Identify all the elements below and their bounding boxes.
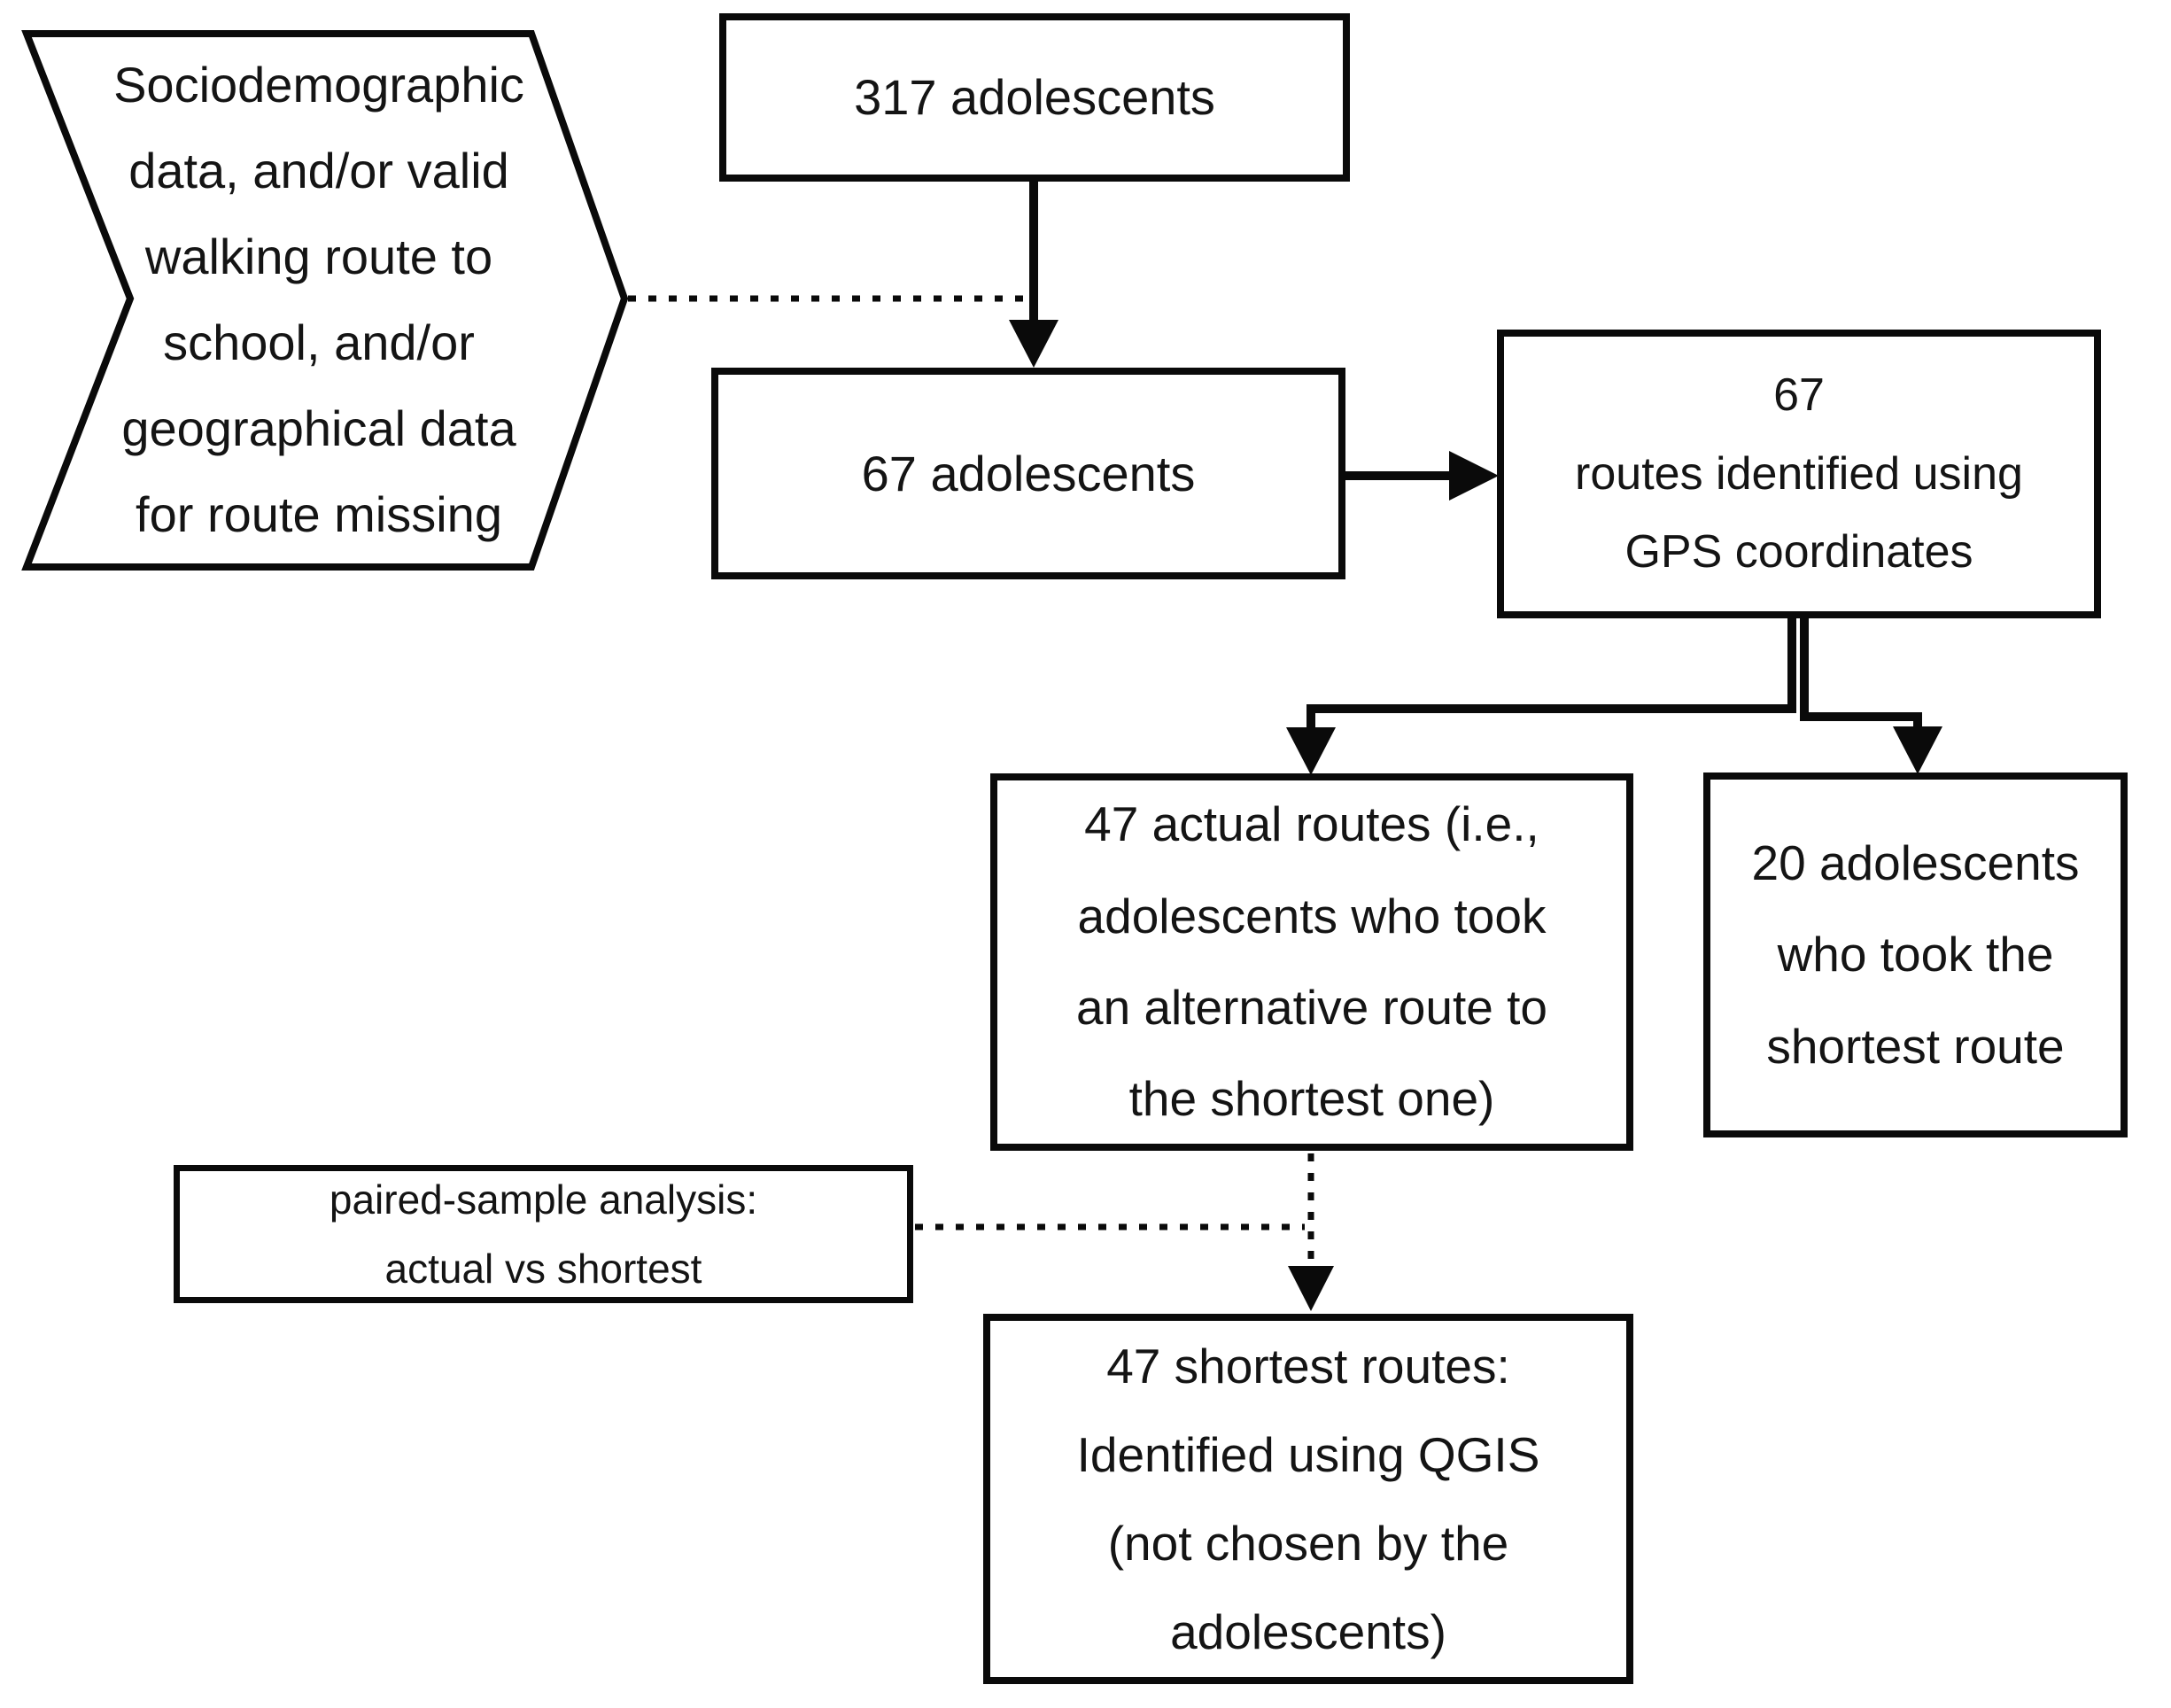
box-routes-gps-label: 67 routes identified using GPS coordinat… (1575, 369, 2023, 578)
box-paired-sample-analysis: paired-sample analysis: actual vs shorte… (174, 1165, 913, 1303)
box-67-adolescents-label: 67 adolescents (861, 445, 1196, 501)
box-47-actual-routes: 47 actual routes (i.e., adolescents who … (990, 773, 1633, 1151)
box-20-adolescents-label: 20 adolescents who took the shortest rou… (1751, 835, 2080, 1074)
box-317-adolescents-label: 317 adolescents (854, 69, 1215, 125)
box-317-adolescents: 317 adolescents (719, 13, 1350, 182)
arrow-317-to-67 (1009, 180, 1058, 368)
box-routes-gps: 67 routes identified using GPS coordinat… (1497, 330, 2101, 618)
box-47-shortest-routes: 47 shortest routes: Identified using QGI… (983, 1314, 1633, 1684)
arrow-67-to-gps (1345, 451, 1499, 501)
box-paired-sample-analysis-label: paired-sample analysis: actual vs shorte… (329, 1176, 758, 1292)
box-47-shortest-routes-label: 47 shortest routes: Identified using QGI… (1076, 1338, 1540, 1660)
box-20-adolescents: 20 adolescents who took the shortest rou… (1703, 772, 2128, 1137)
box-67-adolescents: 67 adolescents (711, 368, 1345, 579)
exclusion-chevron-shape (21, 30, 629, 571)
box-47-actual-routes-label: 47 actual routes (i.e., adolescents who … (1075, 796, 1547, 1127)
exclusion-callout-label: Sociodemographic data, and/or valid walk… (113, 57, 524, 542)
arrow-gps-to-actual (1286, 617, 1796, 775)
arrow-gps-to-20 (1800, 617, 1942, 774)
exclusion-callout: Sociodemographic data, and/or valid walk… (53, 34, 585, 567)
dotted-arrow-actual-to-qgis (1288, 1153, 1334, 1311)
